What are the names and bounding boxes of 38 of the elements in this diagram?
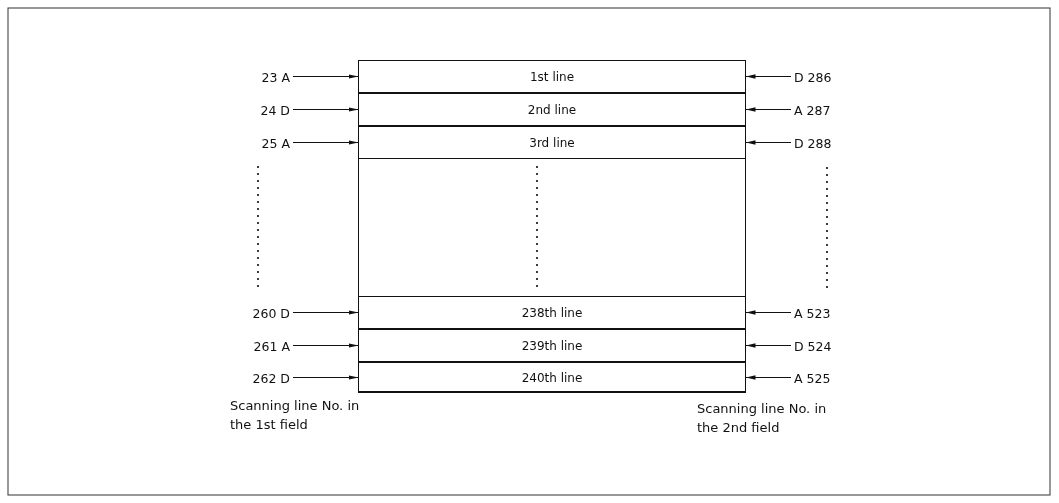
arrow: [744, 343, 792, 348]
scan-line-number: 260 D: [252, 305, 290, 321]
scan-line-number: D 524: [794, 338, 832, 354]
scan-line-number: 25 A: [261, 135, 290, 151]
row-label: 238th line: [521, 305, 583, 320]
frame-box: [358, 60, 746, 392]
line-row: [358, 93, 746, 126]
scan-line-number: 262 D: [252, 370, 290, 386]
caption-text: Scanning line No. in the 2nd field: [697, 400, 828, 437]
line-row: [358, 126, 746, 159]
row-label: 1st line: [529, 69, 575, 84]
line-row: [358, 329, 746, 362]
scan-line-number: A 525: [794, 370, 831, 386]
scan-line-number: D 286: [794, 69, 832, 85]
arrow: [744, 140, 792, 145]
scan-line-number: D 288: [794, 135, 832, 151]
scan-line-number: A 287: [794, 102, 831, 118]
arrow: [292, 140, 360, 145]
row-label: 2nd line: [527, 102, 577, 117]
scan-line-number: A 523: [794, 305, 831, 321]
arrow: [744, 375, 792, 380]
line-row: [358, 362, 746, 393]
arrow: [292, 107, 360, 112]
arrow: [292, 74, 360, 79]
row-label: 239th line: [521, 338, 583, 353]
scan-line-number: 23 A: [261, 69, 290, 85]
arrow: [744, 310, 792, 315]
arrow: [744, 74, 792, 79]
row-label: 240th line: [521, 370, 583, 385]
line-row: [358, 296, 746, 329]
arrow: [744, 107, 792, 112]
scan-line-number: 24 D: [260, 102, 290, 118]
arrow: [292, 310, 360, 315]
arrow: [292, 343, 360, 348]
row-label: 3rd line: [529, 135, 575, 150]
scan-line-number: 261 A: [253, 338, 290, 354]
arrow: [292, 375, 360, 380]
caption-text: Scanning line No. in the 1st field: [230, 397, 361, 434]
